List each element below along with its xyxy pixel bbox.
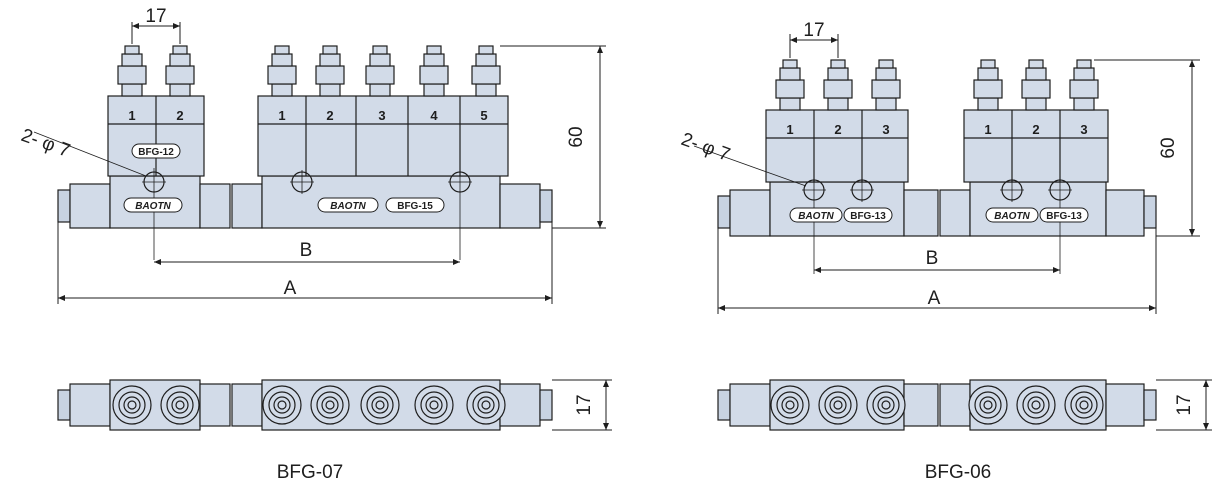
brand-label: BAOTN [135, 201, 171, 212]
fitting-icon [871, 59, 901, 111]
brand-label: BAOTN [330, 201, 366, 212]
fitting-top-icon [160, 385, 200, 425]
fitting-top-icon [360, 385, 400, 425]
figure-caption: BFG-07 [277, 462, 344, 483]
fitting-icon [165, 45, 195, 97]
pitch-dimension: 17 [789, 20, 839, 58]
fitting-icon [973, 59, 1003, 111]
pitch-label: 17 [803, 20, 824, 41]
dimension-b: B [154, 240, 460, 265]
model-label: BFG-12 [138, 147, 174, 158]
dim-a-label: A [284, 278, 297, 299]
port-number: 1 [984, 122, 991, 137]
port-number: 5 [480, 108, 487, 123]
outlet-block-bfg-13: 1 2 3 BAOTN BFG-13 [963, 59, 1109, 274]
port-number: 1 [278, 108, 285, 123]
port-number: 2 [834, 122, 841, 137]
dim-a-label: A [928, 288, 941, 309]
pitch-dimension: 17 [131, 6, 181, 44]
port-number: 3 [1080, 122, 1087, 137]
model-label: BFG-13 [850, 211, 886, 222]
fitting-top-icon [866, 385, 906, 425]
figure-bfg-07: 1 2 BFG-12 BAOTN [18, 6, 612, 483]
model-label: BFG-13 [1046, 211, 1082, 222]
figure-bfg-06: 1 2 3 BAOTN BFG-13 [678, 20, 1212, 483]
height-dimension: 60 [1094, 59, 1200, 237]
height-label: 60 [1158, 137, 1179, 158]
fitting-top-icon [466, 385, 506, 425]
figure-caption: BFG-06 [925, 462, 992, 483]
pitch-label: 17 [145, 6, 166, 27]
port-number: 2 [326, 108, 333, 123]
height-label: 60 [566, 126, 587, 147]
port-number: 2 [1032, 122, 1039, 137]
fitting-icon [117, 45, 147, 97]
height-dimension: 60 [500, 45, 606, 229]
fitting-icon [419, 45, 449, 97]
brand-label: BAOTN [798, 211, 834, 222]
outlet-block-bfg-15: 1 2 3 4 5 BAOTN BFG-15 [257, 45, 509, 260]
fitting-top-icon [818, 385, 858, 425]
thickness-label: 17 [574, 394, 595, 415]
fitting-icon [1069, 59, 1099, 111]
thickness-dimension: 17 [552, 379, 612, 431]
dimension-a: A [717, 228, 1157, 314]
brand-badge [123, 197, 183, 213]
thickness-label: 17 [1174, 394, 1195, 415]
port-number: 3 [882, 122, 889, 137]
rail-top-view [717, 379, 1157, 431]
fitting-icon [1021, 59, 1051, 111]
hole-label: 2- φ 7 [678, 129, 732, 166]
fitting-top-icon [1016, 385, 1056, 425]
fitting-top-icon [414, 385, 454, 425]
dim-b-label: B [300, 240, 313, 261]
model-badge [1039, 207, 1089, 223]
port-number: 1 [128, 108, 135, 123]
port-number: 2 [176, 108, 183, 123]
brand-label: BAOTN [994, 211, 1030, 222]
model-badge [131, 143, 181, 159]
brand-badge [789, 207, 843, 223]
fitting-top-icon [968, 385, 1008, 425]
fitting-icon [365, 45, 395, 97]
rail-top-view [57, 379, 553, 431]
fitting-icon [775, 59, 805, 111]
outlet-block-bfg-13: 1 2 3 BAOTN BFG-13 [765, 59, 909, 274]
fitting-icon [315, 45, 345, 97]
port-number: 4 [430, 108, 438, 123]
fitting-icon [823, 59, 853, 111]
fitting-top-icon [1064, 385, 1104, 425]
fitting-icon [471, 45, 501, 97]
fitting-top-icon [310, 385, 350, 425]
model-badge [385, 197, 445, 213]
port-number: 1 [786, 122, 793, 137]
hole-label: 2- φ 7 [18, 125, 72, 162]
port-number: 3 [378, 108, 385, 123]
dimension-a: A [57, 222, 553, 304]
fitting-top-icon [262, 385, 302, 425]
rail-front-view [717, 181, 1157, 237]
brand-badge [985, 207, 1039, 223]
model-label: BFG-15 [397, 201, 433, 212]
model-badge [843, 207, 893, 223]
fitting-top-icon [770, 385, 810, 425]
outlet-block-bfg-12: 1 2 BFG-12 BAOTN [107, 45, 205, 260]
thickness-dimension: 17 [1156, 379, 1212, 431]
brand-badge [317, 197, 379, 213]
fitting-top-icon [112, 385, 152, 425]
dim-b-label: B [926, 248, 939, 269]
fitting-icon [267, 45, 297, 97]
dimension-b: B [814, 248, 1060, 273]
